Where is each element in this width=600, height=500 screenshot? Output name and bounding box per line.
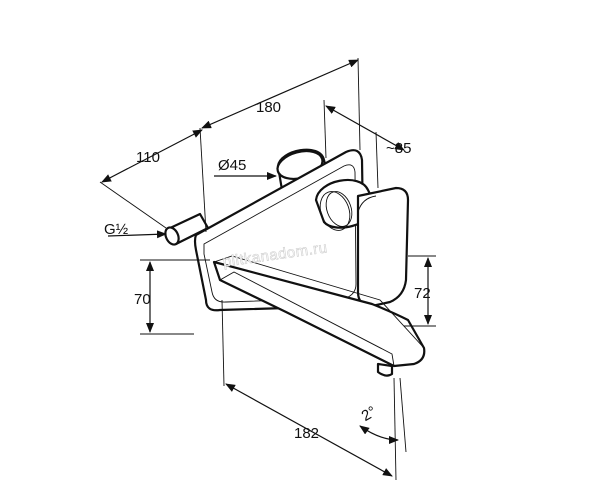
pipe-end (164, 226, 180, 246)
dim-arc-angle (359, 425, 399, 444)
ext-180-right (357, 57, 361, 151)
spout (212, 260, 426, 368)
label-70: 70 (134, 291, 151, 308)
faucet-body (164, 148, 426, 377)
label-angle: 2° (359, 403, 380, 425)
dim-line-85 (325, 105, 405, 151)
spout-top-face (213, 255, 425, 349)
dimension-lines (99, 57, 436, 481)
label-182: 182 (294, 425, 319, 442)
ext-110-left (99, 181, 167, 229)
label-85: ~85 (386, 140, 411, 157)
leader-thread (107, 230, 167, 239)
ext-85-right (375, 131, 379, 189)
ext-85-left (323, 99, 327, 159)
lever-handle-edge (357, 195, 377, 213)
dim-line-110 (101, 129, 203, 183)
spout-side (219, 271, 395, 367)
label-180: 180 (256, 99, 281, 116)
ext-angle (399, 377, 407, 453)
aerator (376, 362, 394, 377)
ext-182-right (393, 377, 397, 481)
wall-plate-inner (203, 164, 357, 303)
label-110: 110 (136, 149, 160, 166)
lever-handle (356, 186, 410, 308)
lever-ring-2 (325, 191, 353, 227)
label-72: 72 (414, 285, 431, 302)
label-thread: G½ (104, 221, 129, 238)
ext-182-left (221, 299, 225, 387)
dim-line-180 (201, 59, 359, 129)
lever-ring-1 (319, 191, 351, 231)
label-d45: Ø45 (218, 157, 246, 174)
dim-line-182 (225, 383, 393, 477)
